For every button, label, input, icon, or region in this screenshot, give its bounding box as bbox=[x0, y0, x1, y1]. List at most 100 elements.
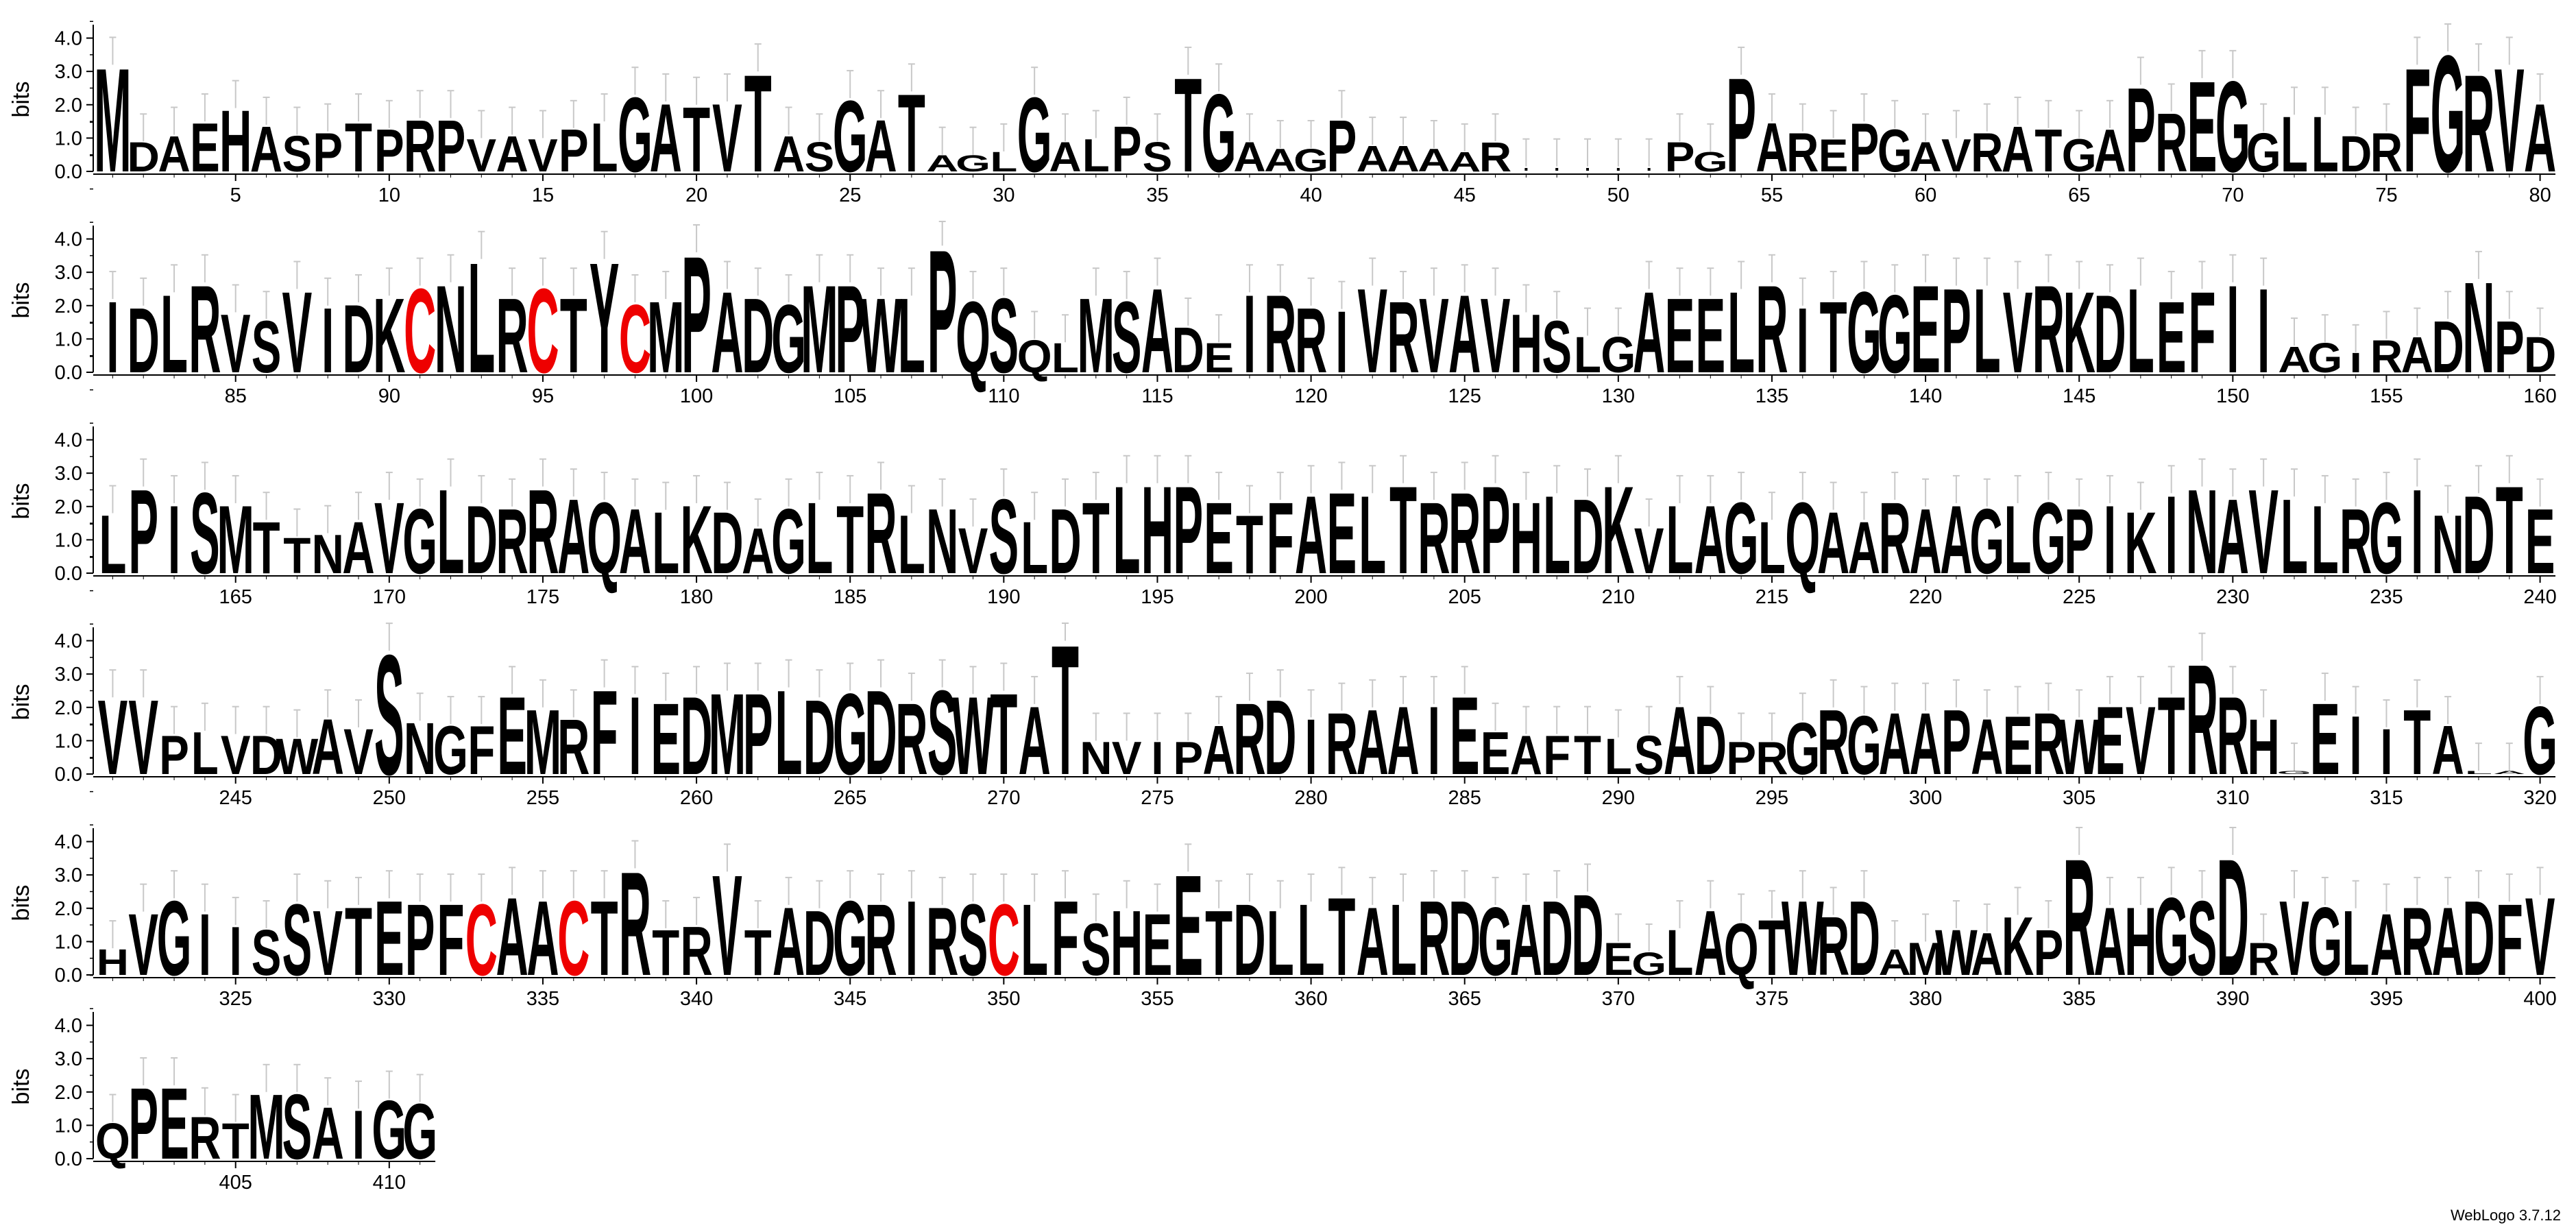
logo-letter: S bbox=[282, 125, 313, 182]
logo-letter: R bbox=[1755, 733, 1788, 784]
logo-letter: K bbox=[2124, 494, 2156, 592]
x-tick-label: 260 bbox=[680, 787, 713, 809]
x-tick-label: 170 bbox=[373, 586, 406, 608]
x-tick-label: 10 bbox=[378, 184, 400, 206]
y-tick-label: 1.0 bbox=[55, 1115, 82, 1137]
logo-letter: G bbox=[2277, 770, 2312, 775]
logo-letter: H bbox=[219, 92, 252, 191]
x-tick-label: 5 bbox=[230, 184, 241, 206]
logo-letter: P bbox=[1849, 110, 1880, 187]
x-tick-label: 220 bbox=[1909, 586, 1942, 608]
logo-letter: G bbox=[2431, 21, 2466, 207]
logo-letter: R bbox=[1479, 134, 1511, 180]
y-tick-label: 1.0 bbox=[55, 529, 82, 551]
x-tick-label: 385 bbox=[2063, 988, 2095, 1010]
x-tick-label: 295 bbox=[1755, 787, 1788, 809]
y-tick-label: 4.0 bbox=[55, 1015, 82, 1037]
logo-letter: S bbox=[252, 917, 282, 989]
logo-letter: T bbox=[222, 1113, 250, 1170]
x-tick-label: 320 bbox=[2523, 787, 2556, 809]
logo-letter: P bbox=[313, 121, 343, 183]
logo-letter: D bbox=[250, 723, 282, 786]
logo-gap bbox=[1555, 168, 1559, 171]
x-tick-label: 200 bbox=[1294, 586, 1327, 608]
logo-letter: A bbox=[742, 515, 774, 588]
y-tick-label: 4.0 bbox=[55, 28, 82, 50]
logo-letter: A bbox=[1202, 712, 1235, 790]
logo-letter: L bbox=[1758, 506, 1786, 589]
logo-letter: A bbox=[312, 703, 344, 791]
x-tick-label: 125 bbox=[1448, 385, 1481, 407]
x-tick-label: 400 bbox=[2523, 988, 2556, 1010]
logo-letter: V bbox=[2248, 465, 2279, 599]
logo-letter: A bbox=[1879, 694, 1911, 793]
logo-letter: P bbox=[1327, 104, 1357, 187]
logo-letter: L bbox=[2311, 100, 2339, 189]
y-tick-label: 2.0 bbox=[55, 898, 82, 920]
logo-letter: G bbox=[1785, 707, 1820, 790]
logo-letter: A bbox=[2093, 118, 2126, 185]
logo-letter: M bbox=[801, 260, 838, 400]
logo-letter: D bbox=[864, 666, 897, 800]
logo-letter: T bbox=[1052, 606, 1079, 813]
logo-letter: I bbox=[106, 281, 119, 395]
logo-letter: P bbox=[2126, 63, 2156, 197]
x-tick-label: 340 bbox=[680, 988, 713, 1010]
logo-letter: T bbox=[253, 506, 280, 589]
logo-letter: S bbox=[252, 305, 282, 388]
logo-letter: L bbox=[99, 498, 126, 591]
x-tick-label: 55 bbox=[1761, 184, 1783, 206]
logo-letter: K bbox=[2002, 899, 2034, 993]
x-tick-label: 155 bbox=[2370, 385, 2403, 407]
x-tick-label: 160 bbox=[2523, 385, 2556, 407]
x-tick-label: 150 bbox=[2216, 385, 2249, 407]
logo-letter: A bbox=[250, 113, 282, 186]
logo-letter: A bbox=[1879, 941, 1911, 982]
logo-letter: P bbox=[1112, 113, 1142, 186]
x-tick-label: 300 bbox=[1909, 787, 1942, 809]
y-tick-label: 2.0 bbox=[55, 1082, 82, 1104]
x-tick-label: 410 bbox=[373, 1172, 406, 1194]
y-tick-label: 3.0 bbox=[55, 262, 82, 284]
x-tick-label: 140 bbox=[1909, 385, 1942, 407]
x-tick-label: 390 bbox=[2216, 988, 2249, 1010]
logo-letter: D bbox=[2340, 125, 2372, 182]
logo-letter: V bbox=[221, 723, 251, 786]
logo-letter: A bbox=[2431, 712, 2464, 790]
logo-letter: N bbox=[404, 707, 436, 790]
logo-letter: I bbox=[2350, 348, 2362, 378]
logo-letter: N bbox=[1080, 733, 1112, 784]
logo-letter: R bbox=[2032, 260, 2065, 400]
y-tick-label: 3.0 bbox=[55, 664, 82, 686]
logo-letter: A bbox=[2278, 339, 2310, 380]
logo-letter: F bbox=[591, 666, 618, 800]
logo-letter: P bbox=[1665, 134, 1695, 180]
logo-letter: T bbox=[744, 917, 772, 989]
logo-letter: A bbox=[1510, 723, 1542, 786]
x-tick-label: 290 bbox=[1602, 787, 1635, 809]
x-tick-label: 275 bbox=[1141, 787, 1174, 809]
x-tick-label: 325 bbox=[219, 988, 252, 1010]
logo-letter: A bbox=[2493, 770, 2525, 775]
logo-letter: G bbox=[956, 151, 991, 177]
logo-letter: G bbox=[1601, 326, 1636, 383]
logo-letter: G bbox=[1878, 118, 1912, 185]
x-tick-label: 250 bbox=[373, 787, 406, 809]
x-tick-label: 185 bbox=[834, 586, 866, 608]
logo-letter: I bbox=[199, 895, 211, 994]
logo-letter: A bbox=[496, 125, 528, 182]
logo-letter: A bbox=[1817, 494, 1849, 592]
y-tick-label: 2.0 bbox=[55, 496, 82, 518]
logo-letter: N bbox=[312, 522, 344, 585]
y-axis-label: bits bbox=[8, 1069, 34, 1105]
logo-letter: A bbox=[1418, 143, 1450, 179]
logo-letter: V bbox=[2494, 38, 2525, 203]
logo-letter: L bbox=[591, 110, 618, 187]
logo-letter: H bbox=[1510, 297, 1542, 390]
logo-letter: D bbox=[2431, 305, 2464, 388]
x-tick-label: 165 bbox=[219, 586, 252, 608]
logo-letter: D bbox=[711, 494, 743, 592]
logo-letter: I bbox=[1243, 272, 1256, 396]
y-tick-label: 0.0 bbox=[55, 965, 82, 987]
logo-letter: A bbox=[312, 1091, 344, 1174]
